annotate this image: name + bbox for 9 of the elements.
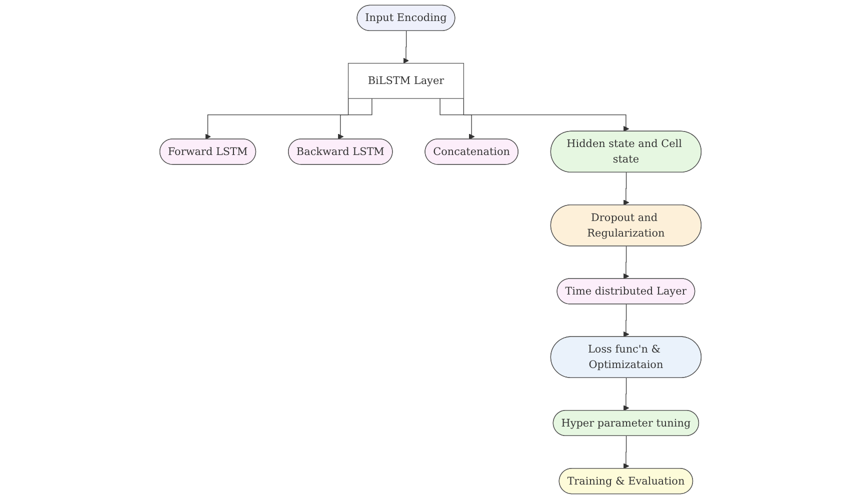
- arrow: [623, 378, 630, 411]
- arrow: [623, 172, 630, 206]
- arrow: [623, 304, 630, 338]
- arrow: [623, 246, 630, 280]
- arrow: [403, 30, 409, 64]
- arrow: [338, 98, 372, 140]
- arrow: [440, 98, 475, 140]
- arrow: [623, 436, 630, 469]
- node-box: BiLSTM Layer: [348, 62, 464, 99]
